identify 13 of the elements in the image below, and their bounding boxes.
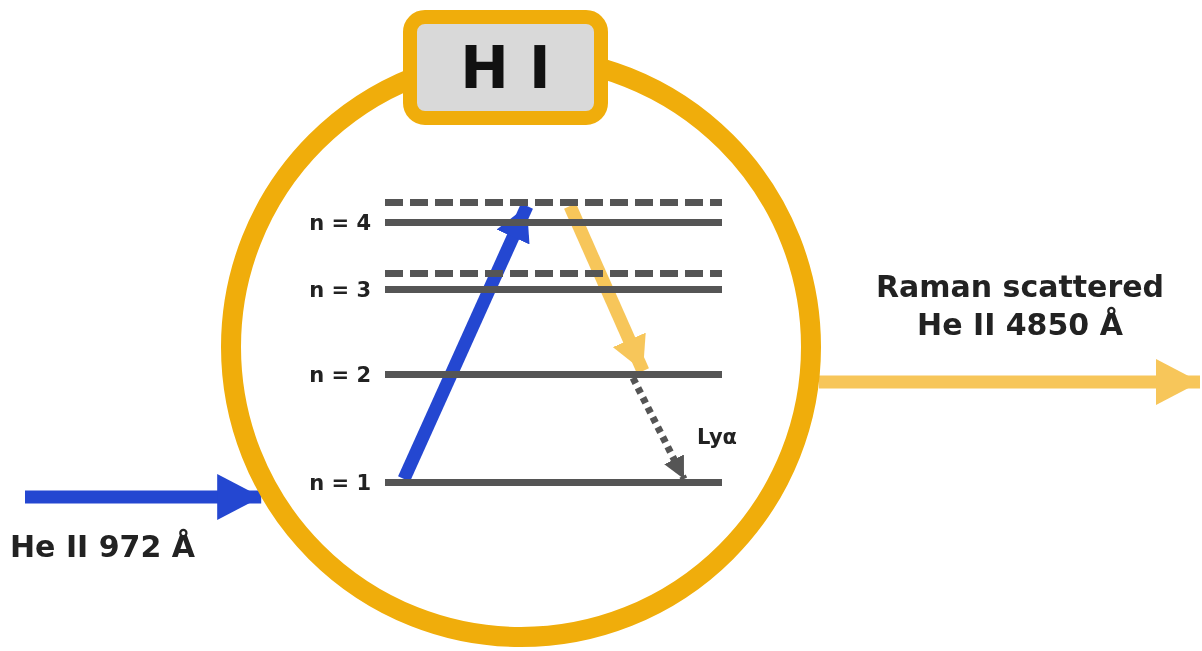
edge-label: Lyα <box>695 424 739 451</box>
arrow <box>564 203 649 374</box>
level-label: n = 3 <box>309 277 371 302</box>
level-label: n = 1 <box>309 470 371 495</box>
arrow <box>398 203 533 482</box>
species-label-box: H I <box>403 10 608 125</box>
level-label: n = 2 <box>309 362 371 387</box>
arrow <box>25 474 262 520</box>
edge-label: He II 972 Å <box>10 528 196 566</box>
arrow <box>818 359 1200 405</box>
level-label: n = 4 <box>309 210 371 235</box>
edge-label: Raman scattered He II 4850 Å <box>874 268 1166 343</box>
arrow <box>629 376 688 481</box>
